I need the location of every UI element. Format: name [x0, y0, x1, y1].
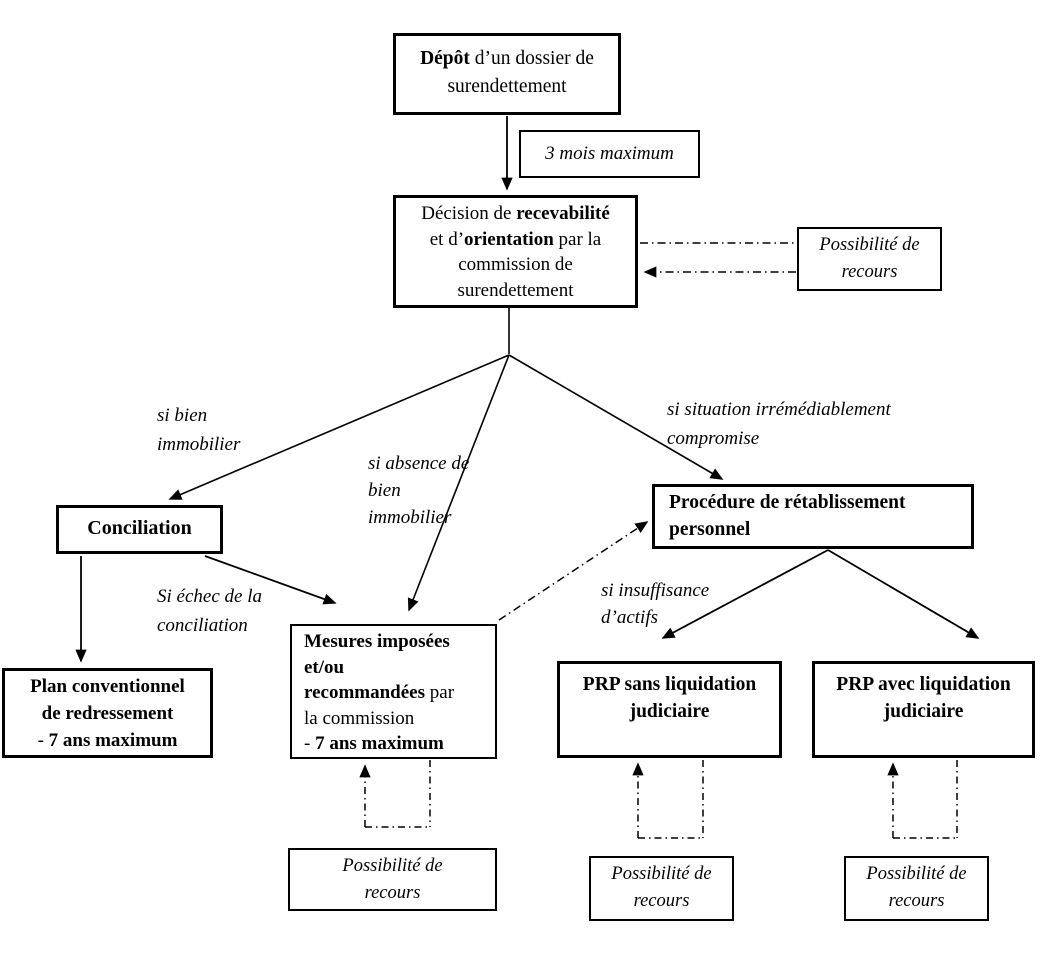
node-depot-line1: Dépôt d’un dossier de — [396, 45, 618, 73]
edge-mesures-procedure — [498, 521, 649, 621]
node-prp-sans-liquidation: PRP sans liquidation judiciaire — [557, 661, 782, 758]
label-si-echec-conciliation: Si échec de la conciliation — [157, 586, 262, 636]
node-decision: Décision de recevabilité et d’orientatio… — [393, 195, 638, 308]
depot-bold-text: Dépôt — [420, 48, 470, 69]
decision-line1: Décision de recevabilité — [421, 203, 610, 224]
delai-text: 3 mois maximum — [545, 143, 674, 164]
decision-line3: commission de — [458, 254, 573, 275]
node-prp-avec-liquidation: PRP avec liquidation judiciaire — [812, 661, 1035, 758]
node-mesures: Mesures imposées et/ou recommandées par … — [290, 624, 497, 759]
node-plan-conventionnel: Plan conventionnel de redressement - 7 a… — [2, 668, 213, 758]
label-si-absence-bien-immobilier: si absence de bien immobilier — [368, 453, 470, 528]
edge-procedure-prp-sans — [661, 549, 829, 639]
node-procedure-retablissement: Procédure de rétablissement personnel — [652, 484, 974, 549]
conciliation-text: Conciliation — [87, 517, 192, 539]
recours-loop-prp-avec — [887, 760, 958, 839]
recours-loop-prp-sans — [632, 760, 704, 839]
node-recours-prp-sans: Possibilité de recours — [589, 856, 734, 921]
node-recours-prp-avec: Possibilité de recours — [844, 856, 989, 921]
decision-line4: surendettement — [457, 279, 574, 301]
node-recours-commission: Possibilité de recours — [797, 227, 942, 291]
edge-orientation-conciliation — [168, 354, 510, 500]
label-si-situation-compromise: si situation irrémédiablement compromise — [667, 399, 891, 449]
edge-conciliation-mesures — [204, 555, 337, 605]
node-depot-line2: surendettement — [447, 76, 567, 97]
label-si-insuffisance-actifs: si insuffisance d’actifs — [601, 580, 710, 628]
node-delai-3-mois: 3 mois maximum — [519, 130, 700, 178]
node-depot: Dépôt d’un dossier de surendettement — [393, 33, 621, 115]
depot-rest-text: d’un dossier de — [469, 48, 594, 69]
edge-orientation-procedure — [508, 354, 724, 480]
node-conciliation: Conciliation — [56, 505, 223, 554]
edge-procedure-prp-avec — [827, 549, 980, 639]
label-si-bien-immobilier: si bien immobilier — [157, 405, 241, 455]
node-recours-mesures: Possibilité de recours — [288, 848, 497, 911]
edge-orientation-mesures — [407, 354, 510, 612]
recours-loop-mesures — [359, 760, 431, 828]
decision-line2: et d’orientation par la — [429, 228, 602, 250]
